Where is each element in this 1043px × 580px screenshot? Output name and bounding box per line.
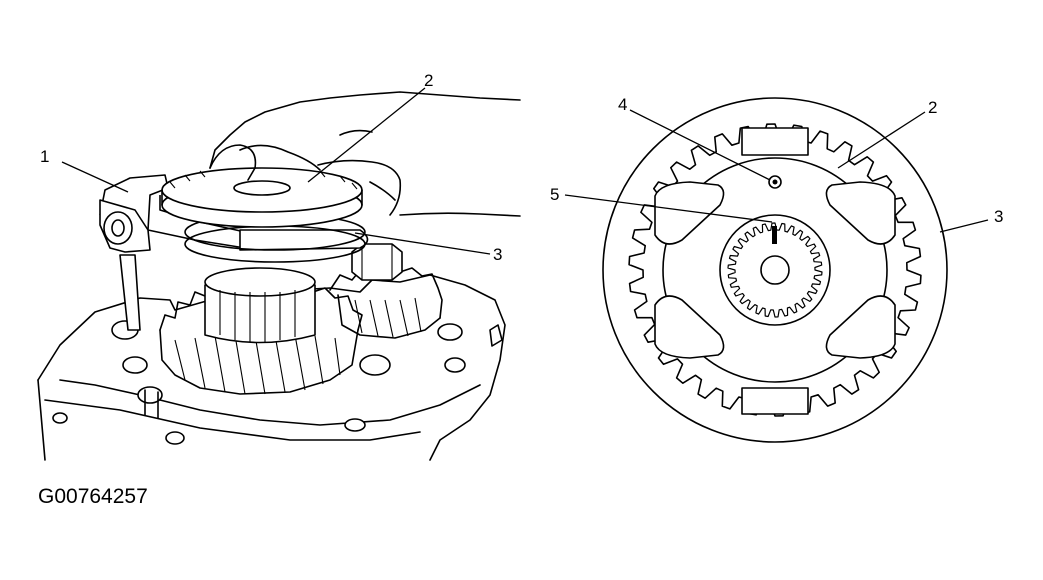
right-view-synchronizer [602,97,948,443]
callout-left-2: 2 [424,71,433,90]
key-slot-top [741,127,809,156]
callout-right-3: 3 [994,207,1003,226]
window-lower-left [654,295,725,359]
figure-id-code: G00764257 [38,485,148,508]
inner-spline [727,222,823,318]
callout-right-5: 5 [550,185,559,204]
key-slot-bottom [741,387,809,415]
callout-right-4: 4 [618,95,627,114]
window-upper-left [654,181,725,245]
callout-leaders [61,87,989,255]
alignment-mark [772,226,777,244]
callout-left-3: 3 [493,245,502,264]
left-view-assembly [37,91,521,461]
callout-left-1: 1 [40,147,49,166]
window-lower-right [825,295,896,359]
ring-teeth [628,123,922,417]
callout-right-2: 2 [928,98,937,117]
window-upper-right [825,181,896,245]
